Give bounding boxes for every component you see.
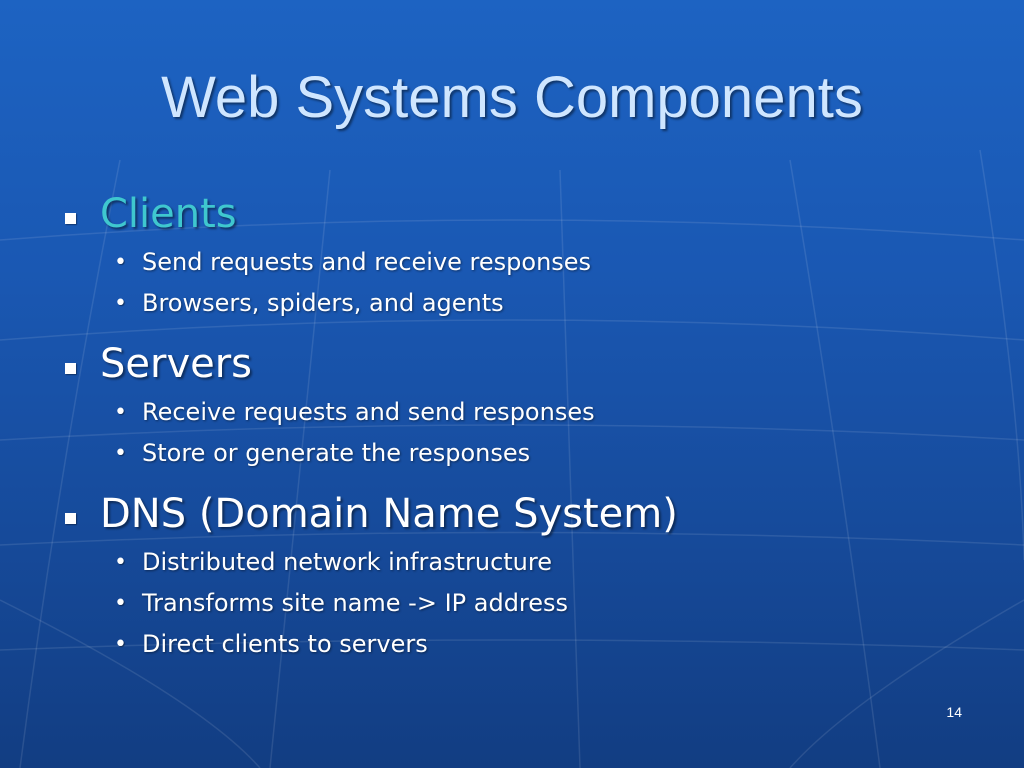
bullet-item: Servers	[60, 336, 990, 392]
bullet-group-dns: DNS (Domain Name System) • Distributed n…	[60, 486, 990, 665]
sub-bullet-item: • Distributed network infrastructure	[60, 542, 990, 583]
sub-bullet-text: Direct clients to servers	[142, 630, 428, 658]
round-bullet-icon: •	[114, 291, 127, 316]
sub-bullet-text: Send requests and receive responses	[142, 248, 592, 276]
square-bullet-icon	[65, 512, 76, 524]
sub-bullet-text: Receive requests and send responses	[142, 398, 595, 426]
slide-title: Web Systems Components	[161, 65, 863, 130]
sub-bullet-item: • Direct clients to servers	[60, 624, 990, 665]
square-bullet-icon	[65, 212, 76, 224]
bullet-group-servers: Servers • Receive requests and send resp…	[60, 336, 990, 474]
sub-bullet-text: Store or generate the responses	[142, 439, 531, 467]
round-bullet-icon: •	[114, 250, 127, 275]
bullet-list: Clients • Send requests and receive resp…	[60, 186, 990, 677]
bullet-item: DNS (Domain Name System)	[60, 486, 990, 542]
sub-bullet-item: • Transforms site name -> IP address	[60, 583, 990, 624]
sub-bullet-text: Browsers, spiders, and agents	[142, 289, 504, 317]
sub-bullet-text: Transforms site name -> IP address	[142, 589, 569, 617]
bullet-item: Clients	[60, 186, 990, 242]
square-bullet-icon	[65, 362, 76, 374]
bullet-heading: Servers	[100, 341, 253, 387]
sub-bullet-item: • Send requests and receive responses	[60, 242, 990, 283]
sub-bullet-item: • Receive requests and send responses	[60, 392, 990, 433]
round-bullet-icon: •	[114, 591, 127, 616]
round-bullet-icon: •	[114, 400, 127, 425]
sub-bullet-item: • Browsers, spiders, and agents	[60, 283, 990, 324]
round-bullet-icon: •	[114, 632, 127, 657]
bullet-heading: Clients	[100, 191, 237, 237]
round-bullet-icon: •	[114, 441, 127, 466]
bullet-heading: DNS (Domain Name System)	[100, 491, 678, 537]
bullet-group-clients: Clients • Send requests and receive resp…	[60, 186, 990, 324]
round-bullet-icon: •	[114, 550, 127, 575]
sub-bullet-text: Distributed network infrastructure	[142, 548, 552, 576]
slide-number: 14	[946, 704, 962, 720]
sub-bullet-item: • Store or generate the responses	[60, 433, 990, 474]
